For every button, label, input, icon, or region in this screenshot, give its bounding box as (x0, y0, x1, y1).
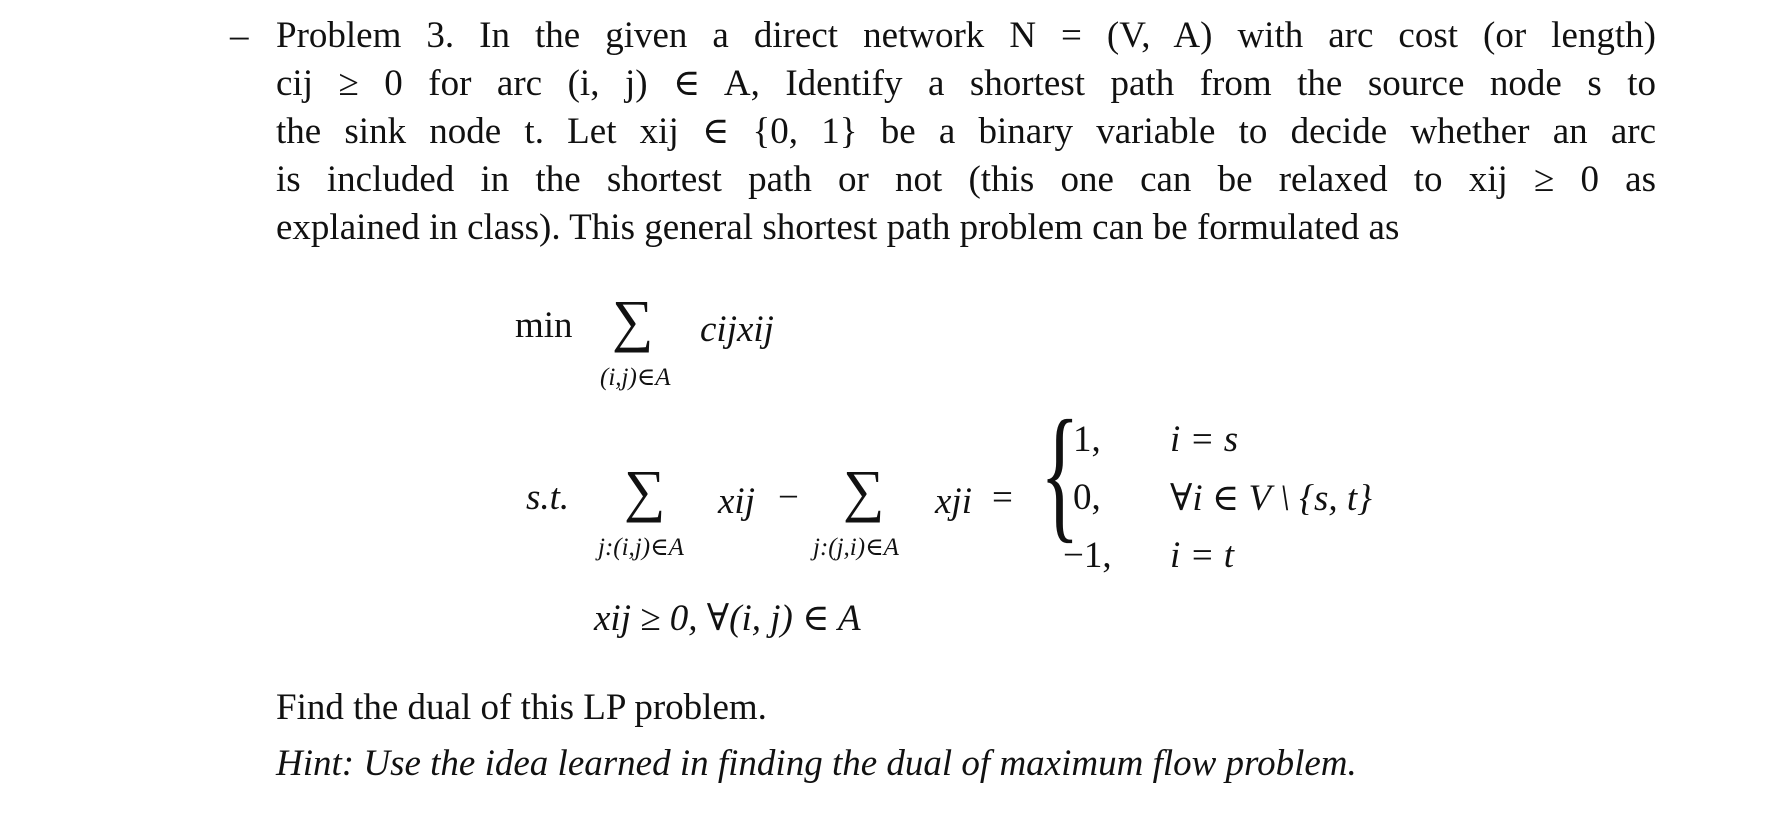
question-text: Find the dual of this LP problem. (276, 687, 767, 728)
inflow-term: xji (935, 481, 972, 522)
case-value-sink: −1, (1063, 535, 1112, 576)
objective-sum-symbol: ∑ (612, 288, 654, 353)
case-value-source: 1, (1073, 419, 1101, 460)
objective-index: (i,j)∈A (600, 364, 671, 391)
subject-to-label: s.t. (526, 477, 570, 518)
inflow-sum-symbol: ∑ (843, 458, 885, 523)
outflow-term: xij (718, 481, 755, 522)
outflow-index: j:(i,j)∈A (598, 534, 684, 561)
hint-text: Hint: Use the idea learned in finding th… (276, 743, 1357, 784)
case-condition-source: i = s (1170, 419, 1239, 460)
cases-brace: { (1040, 390, 1080, 556)
statement-line-2: cij ≥ 0 for arc (i, j) ∈ A, Identify a s… (276, 63, 1656, 104)
outflow-sum-symbol: ∑ (624, 458, 666, 523)
min-operator: min (515, 305, 573, 346)
minus-sign: − (778, 477, 799, 518)
case-condition-sink: i = t (1170, 535, 1235, 576)
equals-sign: = (992, 477, 1013, 518)
statement-line-4: is included in the shortest path or not … (276, 159, 1656, 200)
statement-line-3: the sink node t. Let xij ∈ {0, 1} be a b… (276, 111, 1656, 152)
list-bullet: – (230, 15, 249, 56)
nonnegativity-constraint: xij ≥ 0, ∀(i, j) ∈ A (594, 598, 861, 639)
objective-term: cijxij (700, 309, 774, 350)
statement-line-1: Problem 3. In the given a direct network… (276, 15, 1656, 56)
inflow-index: j:(j,i)∈A (813, 534, 899, 561)
case-value-intermediate: 0, (1073, 477, 1101, 518)
problem-statement: Problem 3. In the given a direct network… (276, 12, 1656, 252)
case-condition-intermediate: ∀i ∈ V \ {s, t} (1170, 478, 1372, 519)
statement-line-5: explained in class). This general shorte… (276, 207, 1400, 248)
